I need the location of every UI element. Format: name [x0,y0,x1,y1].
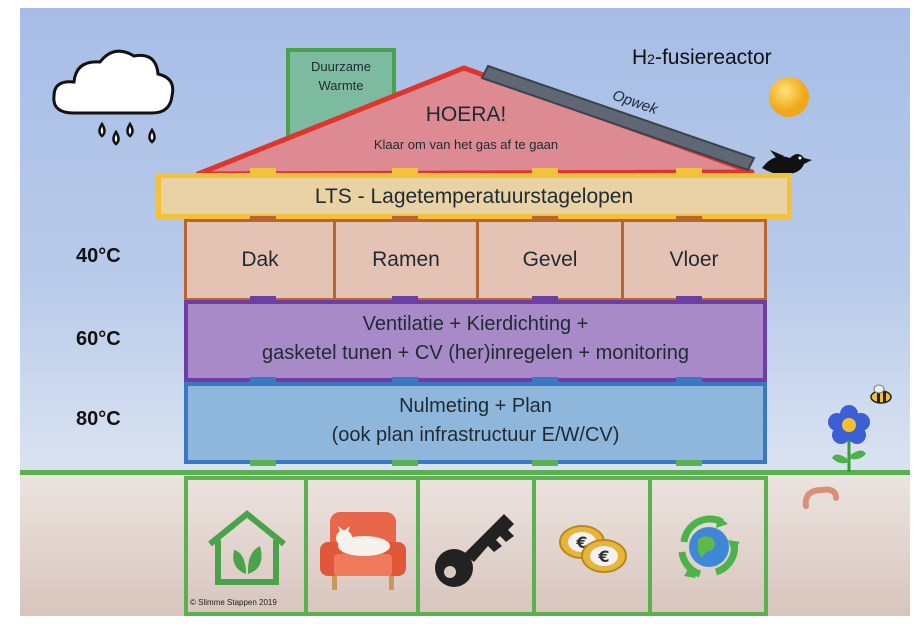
ventilation-connector [250,296,276,302]
lts-connector [392,168,418,174]
foundation-base [184,612,768,616]
temperature-60: 60°C [76,328,121,350]
sun-icon [769,77,809,117]
insulation-floor: Vloer [621,219,767,301]
insulation-windows: Ramen [333,219,479,301]
chimney-line1: Duurzame [311,59,371,74]
baseline-connector [250,377,276,383]
foundation-connector [532,460,558,466]
fusion-label-rest: -fusiereactor [654,46,772,69]
ventilation-line2: gasketel tunen + CV (her)inregelen + mon… [262,342,689,364]
foundation-connector [676,460,702,466]
chimney-line2: Warmte [318,78,364,93]
ventilation-line1: Ventilatie + Kierdichting + [362,313,589,335]
solar-panel [480,64,756,172]
baseline-connector [392,377,418,383]
lts-connector [532,168,558,174]
lts-band [156,173,792,219]
lts-label: LTS - Lagetemperatuurstagelopen [314,185,634,208]
rain-cloud-icon [52,49,175,146]
baseline-label: Nulmeting + Plan (ook plan infrastructuu… [184,392,767,450]
baseline-connector [532,377,558,383]
foundation-connector [392,460,418,466]
ventilation-label: Ventilatie + Kierdichting + gasketel tun… [184,310,767,368]
euro-coins-icon: € € [559,525,627,573]
ventilation-connector [392,296,418,302]
green-house-icon [208,510,286,585]
armchair-cat-icon [320,512,406,590]
recycle-globe-icon [678,515,740,578]
foundation-connector [250,460,276,466]
temperature-80: 80°C [76,408,121,430]
lts-connector [250,168,276,174]
ground [20,470,910,616]
fusion-label-h: H [632,46,648,69]
roof-title: HOERA! [425,103,507,126]
bee-icon [870,384,892,404]
baseline-line2: (ook plan infrastructuur E/W/CV) [331,424,620,446]
flower-icon [828,405,870,472]
diagram-canvas: Duurzame Warmte HOERA! Klaar om van het … [20,8,910,616]
fusion-label: H2-fusiereactor [632,46,832,70]
roof-subtitle: Klaar om van het gas af te gaan [373,137,559,152]
ventilation-band [184,300,767,382]
svg-text:€: € [597,547,609,566]
copyright: © Slimme Stappen 2019 [190,598,277,607]
chimney-label: Duurzame Warmte [290,57,392,95]
ventilation-connector [532,296,558,302]
ventilation-connector [676,296,702,302]
insulation-facade: Gevel [476,219,624,301]
key-icon [435,514,514,587]
fusion-label-sub: 2 [647,51,655,67]
baseline-band [184,382,767,464]
worm-icon [802,486,839,509]
baseline-connector [676,377,702,383]
lts-connector [676,168,702,174]
temperature-40: 40°C [76,245,121,267]
bird-icon [762,150,812,175]
baseline-line1: Nulmeting + Plan [399,395,552,417]
insulation-roof: Dak [184,219,336,301]
